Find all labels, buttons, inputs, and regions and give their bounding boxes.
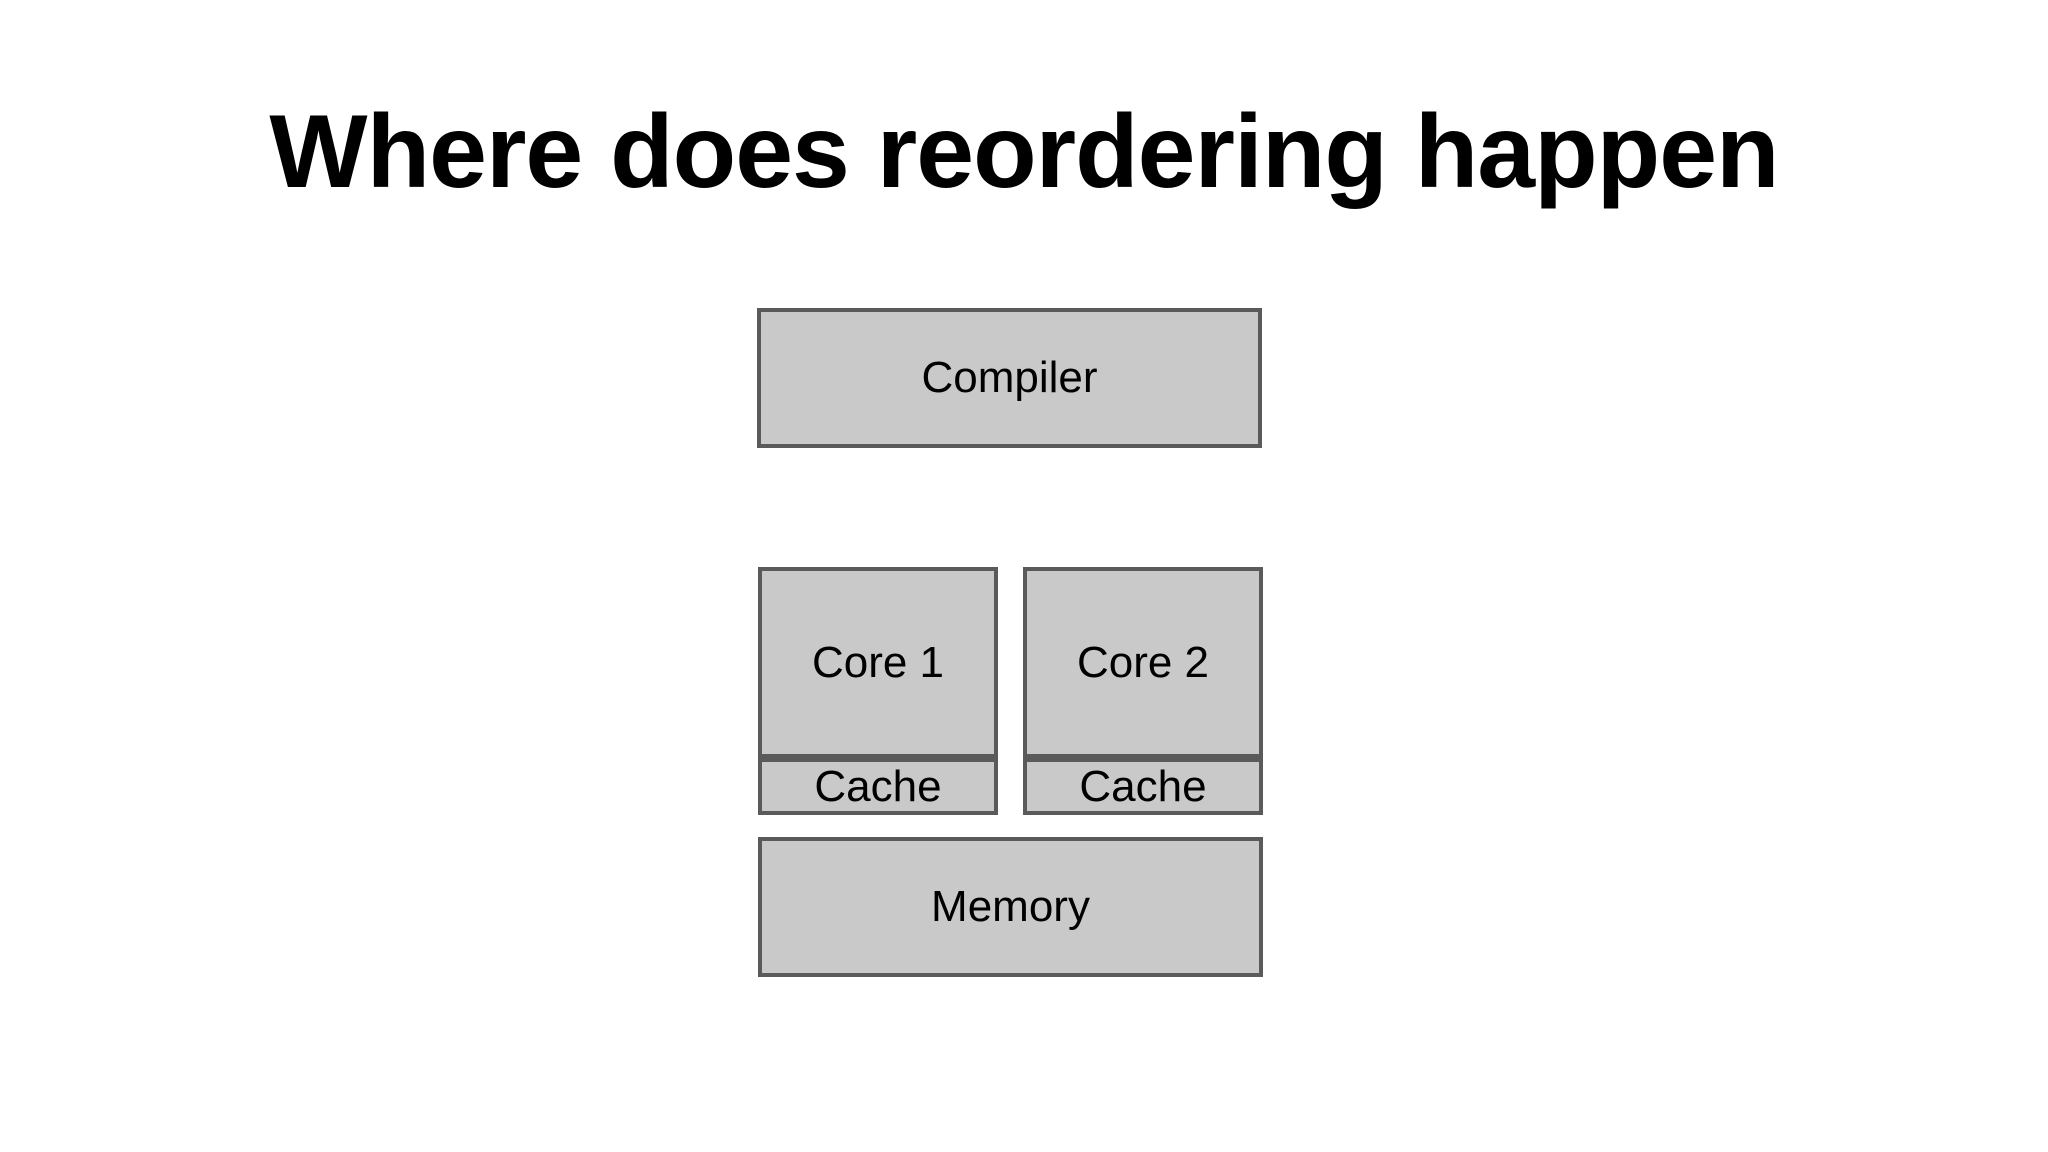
- memory-box: Memory: [758, 837, 1263, 977]
- core-2-cache-box: Cache: [1023, 758, 1263, 815]
- core-1-cache-label: Cache: [814, 761, 942, 811]
- core-2-cache-label: Cache: [1079, 761, 1207, 811]
- core-1-cache-box: Cache: [758, 758, 998, 815]
- core-1-box: Core 1: [758, 567, 998, 758]
- core-1-label: Core 1: [811, 637, 945, 687]
- page-title: Where does reordering happen: [269, 94, 1779, 210]
- core-2-label: Core 2: [1076, 637, 1210, 687]
- compiler-label: Compiler: [921, 353, 1098, 402]
- compiler-box: Compiler: [757, 308, 1262, 448]
- core-2-box: Core 2: [1023, 567, 1263, 758]
- memory-label: Memory: [931, 882, 1090, 931]
